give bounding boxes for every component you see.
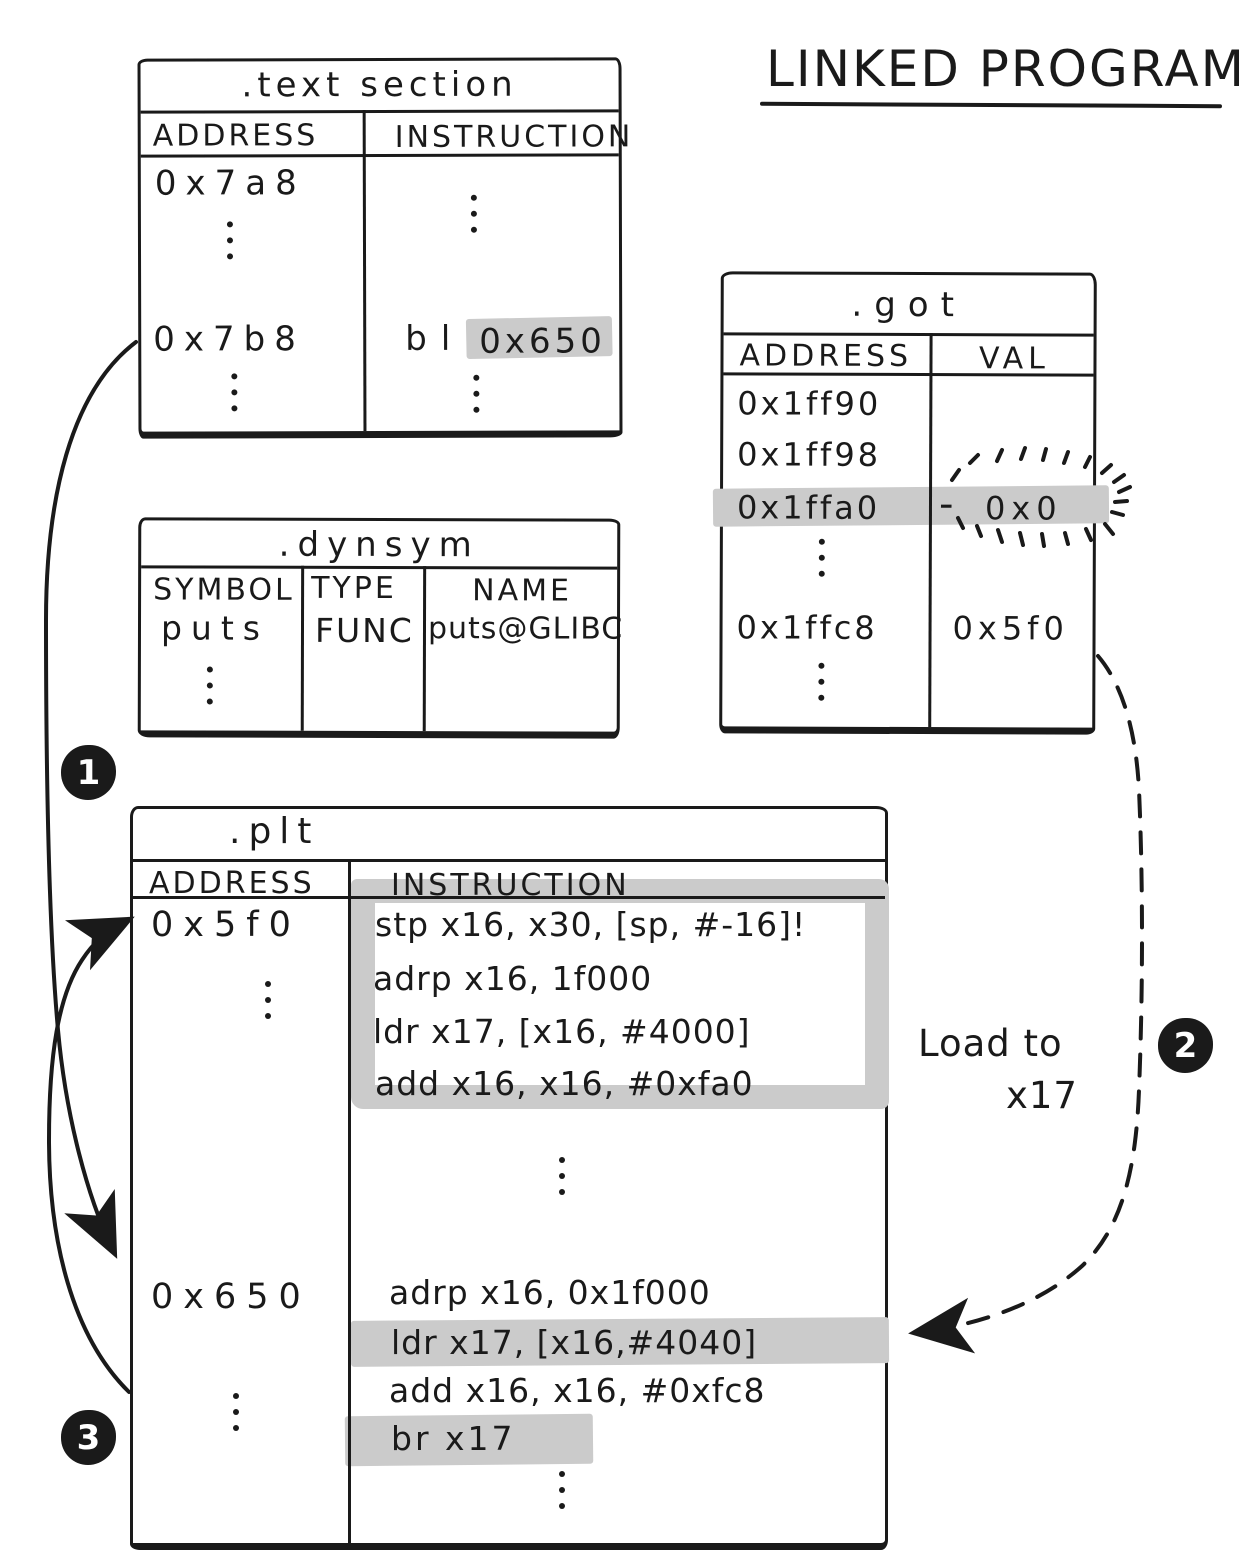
column-divider-line <box>300 565 305 731</box>
header-divider-line <box>723 372 1094 377</box>
text-address-0x7b8: 0x7b8 <box>153 319 305 360</box>
name-column-header: NAME <box>472 573 573 609</box>
address-column-header: ADDRESS <box>149 866 315 901</box>
text-address-0x7a8: 0x7a8 <box>154 163 306 204</box>
title-divider-line <box>141 565 618 570</box>
ellipsis-marker <box>818 538 825 577</box>
dynsym-type-func: FUNC <box>314 610 414 651</box>
dynsym-table: .dynsym SYMBOL TYPE NAME puts FUNC puts@… <box>137 517 624 739</box>
ellipsis-marker <box>559 1157 565 1195</box>
title-divider-line <box>133 859 885 862</box>
plt-instruction-br: br x17 <box>391 1419 516 1458</box>
text-section-table: .text section ADDRESS INSTRUCTION 0x7a8 … <box>137 57 633 439</box>
got-val-0x0: 0x0 <box>984 489 1063 528</box>
plt-instruction-ldr2: ldr x17, [x16,#4040] <box>391 1323 758 1362</box>
step-2-badge: 2 <box>1158 1018 1213 1073</box>
val-column-header: VAL <box>979 341 1050 377</box>
plt-instruction-add2: add x16, x16, #0xfc8 <box>389 1371 766 1410</box>
load-to-label-line1: Load to <box>918 1022 1063 1065</box>
plt-instruction-adrp: adrp x16, 1f000 <box>373 959 653 998</box>
arrow-step3-br-to-stub <box>46 916 135 1394</box>
plt-address-0x650: 0x650 <box>151 1277 311 1317</box>
step-3-badge: 3 <box>61 1410 116 1465</box>
arrow-step2-got-to-ldr <box>908 654 1144 1354</box>
step-1-badge: 1 <box>61 745 116 800</box>
plt-table: .plt ADDRESS INSTRUCTION 0x5f0 stp x16, … <box>130 806 890 1550</box>
got-address-0x1ff90: 0x1ff90 <box>737 384 882 423</box>
ellipsis-marker <box>559 1471 565 1509</box>
instruction-column-header: INSTRUCTION <box>394 119 634 155</box>
plt-instruction-add: add x16, x16, #0xfa0 <box>375 1064 754 1103</box>
ellipsis-marker <box>265 981 271 1019</box>
got-table: .got ADDRESS VAL 0x1ff90 0x1ff98 0x1ffa0… <box>712 271 1110 735</box>
got-address-0x1ffc8: 0x1ffc8 <box>736 608 878 647</box>
got-address-0x1ff98: 0x1ff98 <box>737 435 882 474</box>
header-divider-line <box>133 896 885 899</box>
page-title: LINKED PROGRAM <box>766 40 1246 98</box>
symbol-column-header: SYMBOL <box>153 572 295 608</box>
bl-mnemonic: bl <box>405 318 465 359</box>
ellipsis-marker <box>473 374 480 413</box>
ellipsis-marker <box>470 194 477 233</box>
address-column-header: ADDRESS <box>739 338 913 375</box>
plt-instruction-stp: stp x16, x30, [sp, #-16]! <box>375 905 807 944</box>
dynsym-name-puts-glibc: puts@GLIBC <box>427 611 624 647</box>
got-title: .got <box>851 284 967 326</box>
got-val-0x5f0: 0x5f0 <box>952 609 1069 648</box>
got-val-dash: - <box>938 481 954 528</box>
title-divider-line <box>140 109 619 114</box>
dynsym-symbol-puts: puts <box>160 608 270 648</box>
ellipsis-marker <box>226 221 234 260</box>
load-to-label-line2: x17 <box>1006 1074 1078 1117</box>
ellipsis-marker <box>206 666 213 705</box>
address-column-header: ADDRESS <box>152 118 319 154</box>
ellipsis-marker <box>233 1393 239 1431</box>
ellipsis-marker <box>818 662 825 701</box>
text-section-title: .text section <box>241 64 518 106</box>
header-divider-line <box>140 153 619 158</box>
column-divider-line <box>362 110 367 432</box>
title-divider-line <box>723 332 1094 337</box>
got-address-0x1ffa0: 0x1ffa0 <box>736 488 881 527</box>
plt-title: .plt <box>229 811 320 852</box>
dynsym-title: .dynsym <box>278 524 480 566</box>
type-column-header: TYPE <box>311 570 397 607</box>
column-divider-line <box>928 333 933 728</box>
bl-target-0x650: 0x650 <box>479 321 606 362</box>
plt-address-0x5f0: 0x5f0 <box>151 905 301 945</box>
ellipsis-marker <box>231 373 238 412</box>
page-title-underline <box>759 101 1223 109</box>
plt-stub-highlight-frame <box>351 879 889 1109</box>
plt-instruction-ldr: ldr x17, [x16, #4000] <box>373 1012 751 1051</box>
column-divider-line <box>348 859 351 1543</box>
plt-instruction-adrp2: adrp x16, 0x1f000 <box>389 1273 711 1312</box>
